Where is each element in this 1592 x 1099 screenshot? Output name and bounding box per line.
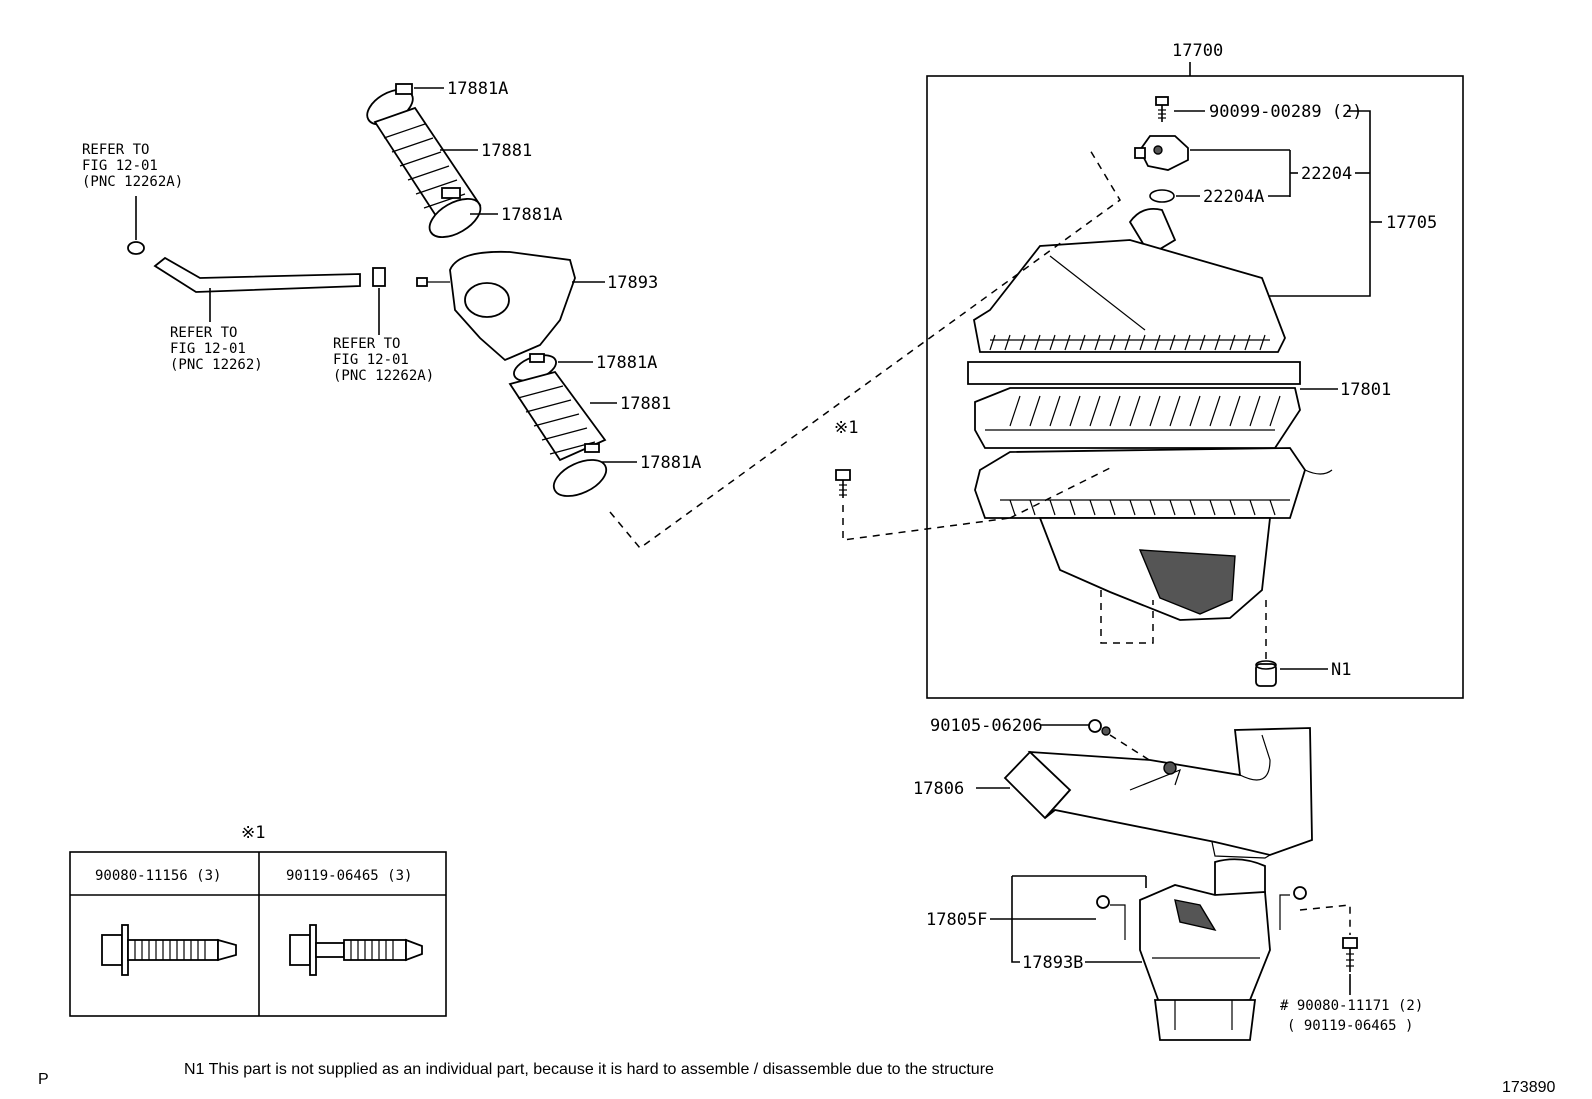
hose-connector-icon <box>372 267 386 287</box>
diagram-number: 173890 <box>1502 1079 1555 1096</box>
flange-bolt-icon <box>101 924 237 976</box>
bolt-table-marker: ※1 <box>241 823 265 843</box>
bolt-table-col-2: 90119-06465 (3) <box>286 868 412 884</box>
hose-clamp-icon <box>428 187 482 238</box>
svg-text:REFER TO: REFER TO <box>170 325 237 341</box>
label-17893: 17893 <box>607 273 658 293</box>
svg-text:(PNC 12262A): (PNC 12262A) <box>82 174 183 190</box>
label-90105-06206: 90105-06206 <box>930 716 1043 736</box>
label-17881A-3: 17881A <box>596 353 657 373</box>
footnote-N1: N1 This part is not supplied as an indiv… <box>184 1061 994 1078</box>
page-letter: P <box>38 1071 49 1088</box>
resonator-icon <box>416 250 576 362</box>
label-N1: N1 <box>1331 660 1351 680</box>
air-inlet-duct-icon <box>1003 727 1313 859</box>
air-cleaner-case-icon <box>974 447 1333 621</box>
label-90080-11171: # 90080-11171 (2) <box>1280 998 1423 1014</box>
air-filter-element-icon <box>974 387 1301 449</box>
svg-text:(PNC 12262A): (PNC 12262A) <box>333 368 434 384</box>
label-17881A-1: 17881A <box>447 79 508 99</box>
label-22204: 22204 <box>1301 164 1352 184</box>
clip-icon <box>1088 719 1111 736</box>
label-22204A: 22204A <box>1203 187 1264 207</box>
bolt-table-col-1: 90080-11156 (3) <box>95 868 221 884</box>
svg-text:FIG 12-01: FIG 12-01 <box>82 158 158 174</box>
label-17881-2: 17881 <box>620 394 671 414</box>
svg-text:(PNC 12262): (PNC 12262) <box>170 357 263 373</box>
hose-clamp-icon <box>552 443 608 497</box>
vent-hose-icon <box>127 196 361 293</box>
assembly-17700-frame <box>926 75 1464 699</box>
screw-icon <box>1155 96 1169 122</box>
ref-note-2: REFER TO FIG 12-01 (PNC 12262) <box>170 325 263 373</box>
label-17801: 17801 <box>1340 380 1391 400</box>
label-17881A-2: 17881A <box>501 205 562 225</box>
svg-text:FIG 12-01: FIG 12-01 <box>170 341 246 357</box>
air-flow-sensor-icon <box>1134 135 1189 171</box>
label-17805F: 17805F <box>926 910 987 930</box>
flange-bolt-icon <box>289 924 423 976</box>
label-17806: 17806 <box>913 779 964 799</box>
air-cleaner-cap-icon <box>967 207 1301 385</box>
bolt-table: 90080-11156 (3) 90119-06465 (3) <box>69 851 447 1017</box>
intake-hose-icon <box>508 370 607 462</box>
label-17881-1: 17881 <box>481 141 532 161</box>
ref-note-3: REFER TO FIG 12-01 (PNC 12262A) <box>333 336 434 384</box>
label-17705: 17705 <box>1386 213 1437 233</box>
label-90099-00289: 90099-00289 (2) <box>1209 102 1363 122</box>
label-90119-06465-alt: ( 90119-06465 ) <box>1287 1018 1413 1034</box>
marker-1-upper: ※1 <box>834 418 858 438</box>
label-17881A-4: 17881A <box>640 453 701 473</box>
bracket-icon <box>1096 886 1307 940</box>
label-17893B: 17893B <box>1022 953 1083 973</box>
svg-text:REFER TO: REFER TO <box>82 142 149 158</box>
bolt-icon <box>1342 937 1358 972</box>
svg-text:REFER TO: REFER TO <box>333 336 400 352</box>
label-17700: 17700 <box>1172 41 1223 61</box>
ref-note-1: REFER TO FIG 12-01 (PNC 12262A) <box>82 142 183 190</box>
bolt-icon <box>835 469 851 498</box>
o-ring-icon <box>1149 189 1175 203</box>
grommet-icon <box>1255 660 1277 687</box>
intake-resonator-icon <box>1139 858 1271 1041</box>
svg-text:FIG 12-01: FIG 12-01 <box>333 352 409 368</box>
